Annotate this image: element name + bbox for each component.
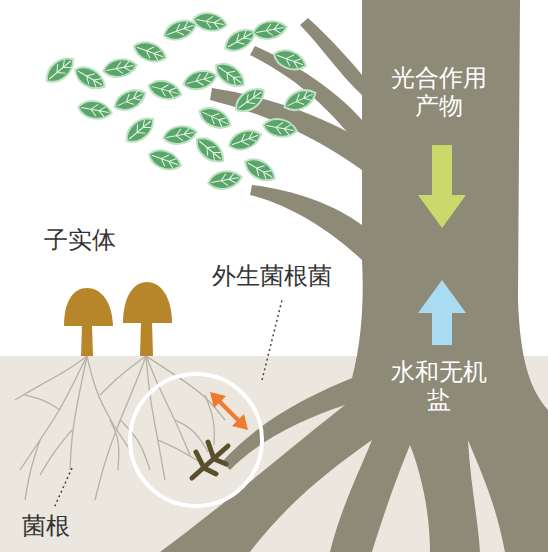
mushroom <box>123 282 172 356</box>
trunk-label: 光合作用 产物 <box>386 64 492 121</box>
tree-branch <box>300 18 362 95</box>
hypha <box>100 356 146 395</box>
leader-line <box>262 300 282 380</box>
leaf <box>231 83 269 117</box>
leaf <box>221 24 259 56</box>
leaf <box>146 146 184 174</box>
hypha <box>95 356 146 500</box>
leaf <box>181 67 218 92</box>
leaves <box>41 11 319 192</box>
part-label: 子实体 <box>44 226 116 254</box>
leaf <box>121 112 158 147</box>
leaf <box>192 11 228 34</box>
mycorrhiza-root <box>192 442 228 478</box>
leaf <box>131 38 169 66</box>
hypha <box>110 420 119 470</box>
leaf <box>77 99 113 122</box>
hypha <box>40 430 72 475</box>
leader-line <box>54 468 72 508</box>
hypha <box>146 356 165 480</box>
hypha <box>25 395 60 410</box>
exchange-arrow <box>210 392 248 430</box>
leaf <box>211 58 249 92</box>
leaf <box>111 85 149 115</box>
leaf <box>226 126 264 154</box>
leaf <box>252 19 288 42</box>
hypha <box>70 356 87 470</box>
hypha <box>15 356 87 400</box>
hypha <box>175 420 208 452</box>
leaf <box>281 85 319 115</box>
leaf <box>196 103 234 133</box>
part-label: 外生菌根菌 <box>212 262 332 290</box>
water-arrow <box>418 280 466 345</box>
tree-trunk <box>160 0 548 552</box>
leaf <box>102 57 138 80</box>
mushroom <box>64 288 113 356</box>
leaf <box>71 62 109 94</box>
leaf <box>162 124 198 147</box>
leaf <box>262 117 298 140</box>
trunk-label: 水和无机 盐 <box>386 358 492 415</box>
leaf <box>241 154 279 186</box>
sugar-arrow <box>418 145 466 228</box>
leaf <box>271 46 309 74</box>
leaf <box>41 52 78 87</box>
leaf <box>191 132 228 167</box>
leaf <box>146 77 183 102</box>
hypha <box>87 356 130 450</box>
hypha <box>158 440 200 462</box>
leaf <box>207 169 243 192</box>
hypha <box>25 440 40 500</box>
part-label: 菌根 <box>22 512 70 540</box>
zoom-circle <box>130 374 262 506</box>
